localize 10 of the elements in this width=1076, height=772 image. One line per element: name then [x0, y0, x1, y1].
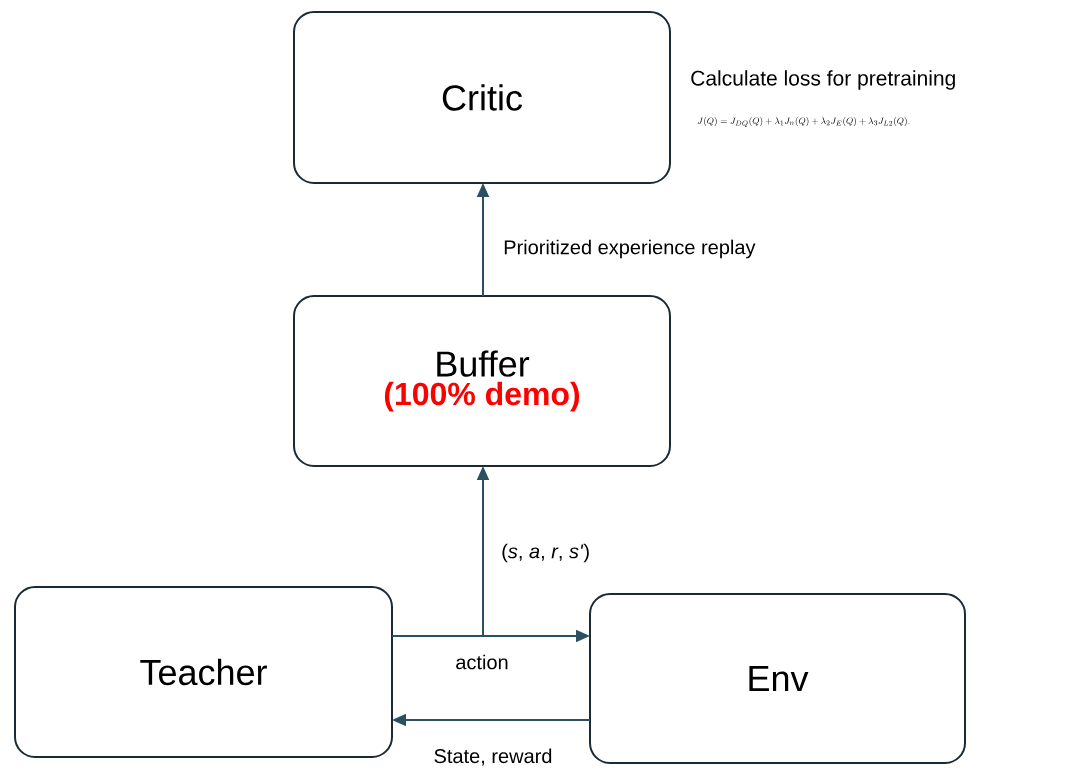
note-text: Calculate loss for pretraining	[691, 70, 955, 90]
process-box: Teacher	[14, 586, 393, 758]
process-box: Critic	[293, 11, 671, 184]
edge-label: State, reward	[432, 747, 554, 767]
process-box: Buffer (100% demo)	[293, 295, 671, 467]
edge-label: Prioritized experience replay	[502, 238, 757, 260]
process-box: Env	[589, 593, 966, 764]
edge-label: action	[454, 653, 510, 671]
edge-label: (s, a, r, s')	[500, 542, 592, 564]
loss-formula: $J(Q) = J_{DQ}(Q) + \lambda_1 J_n(Q) + \lambda_2 J_E(Q) + \lambda_3 J_{L2}(Q).$	[697, 117, 910, 127]
